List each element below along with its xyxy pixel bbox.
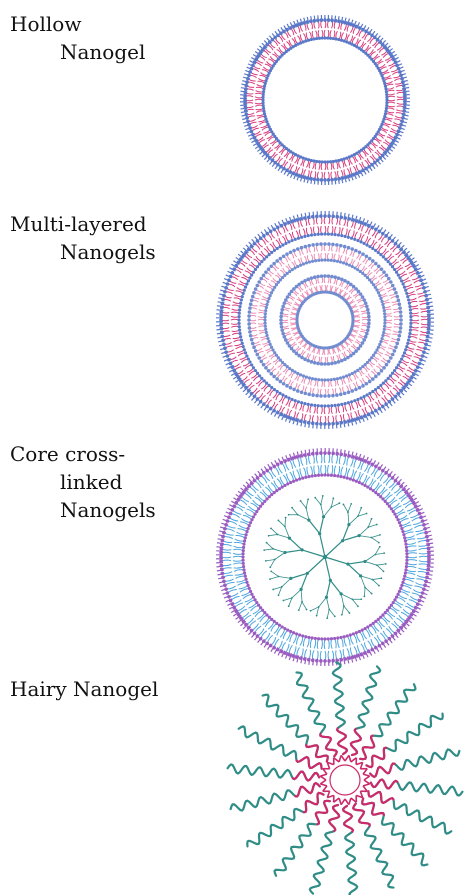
hairy-core-ring	[320, 755, 369, 804]
label-line: Hairy Nanogel	[10, 675, 158, 703]
label-line: Core cross-	[10, 440, 156, 468]
hollow-nanogel-illustration	[215, 15, 435, 185]
hairy-nanogel-illustration	[210, 670, 475, 892]
label-multi-layered-nanogels: Multi-layered Nanogels	[10, 210, 156, 266]
label-line: Multi-layered	[10, 210, 156, 238]
inner-bilayer	[279, 274, 371, 366]
label-line: Hollow	[10, 10, 145, 38]
label-line: linked	[10, 468, 156, 496]
core-cross-linked-nanogels-illustration	[215, 445, 435, 670]
middle-bilayer	[247, 242, 403, 398]
label-core-cross-linked-nanogels: Core cross- linked Nanogels	[10, 440, 156, 524]
outer-head-fringe	[240, 15, 410, 185]
cross-linked-core-network	[263, 495, 386, 619]
label-line: Nanogels	[10, 238, 156, 266]
label-line: Nanogel	[10, 38, 145, 66]
outer-bilayer	[219, 214, 431, 426]
multi-layered-nanogels-illustration	[215, 210, 435, 430]
hollow-shell-bilayer	[243, 18, 407, 182]
label-hairy-nanogel: Hairy Nanogel	[10, 675, 158, 703]
label-hollow-nanogel: Hollow Nanogel	[10, 10, 145, 66]
label-line: Nanogels	[10, 496, 156, 524]
